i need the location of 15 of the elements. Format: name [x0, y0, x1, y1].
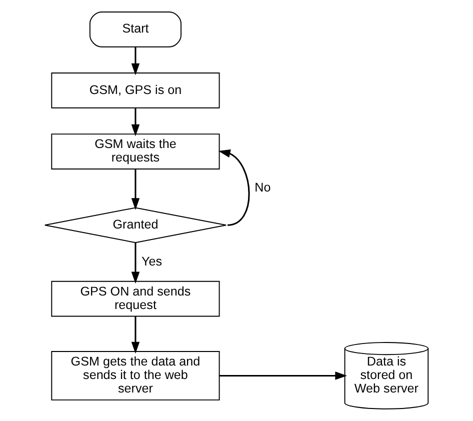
edge-label: No	[254, 180, 271, 195]
node-box: GSM waits the requests	[51, 134, 220, 170]
node-box: GSM gets the data and sends it to the web server	[51, 351, 220, 400]
node-box: GPS ON and sends request	[51, 280, 220, 317]
arrow	[131, 169, 140, 210]
arrow	[218, 149, 250, 226]
arrow	[131, 242, 140, 284]
arrow	[219, 372, 348, 380]
arrow	[131, 316, 140, 354]
arrow	[131, 47, 140, 76]
node-diamond: Granted	[44, 207, 227, 244]
arrow	[131, 108, 140, 136]
node-box: GSM, GPS is on	[51, 72, 220, 108]
edge-label: Yes	[141, 254, 162, 268]
node-box: Start	[89, 11, 182, 48]
